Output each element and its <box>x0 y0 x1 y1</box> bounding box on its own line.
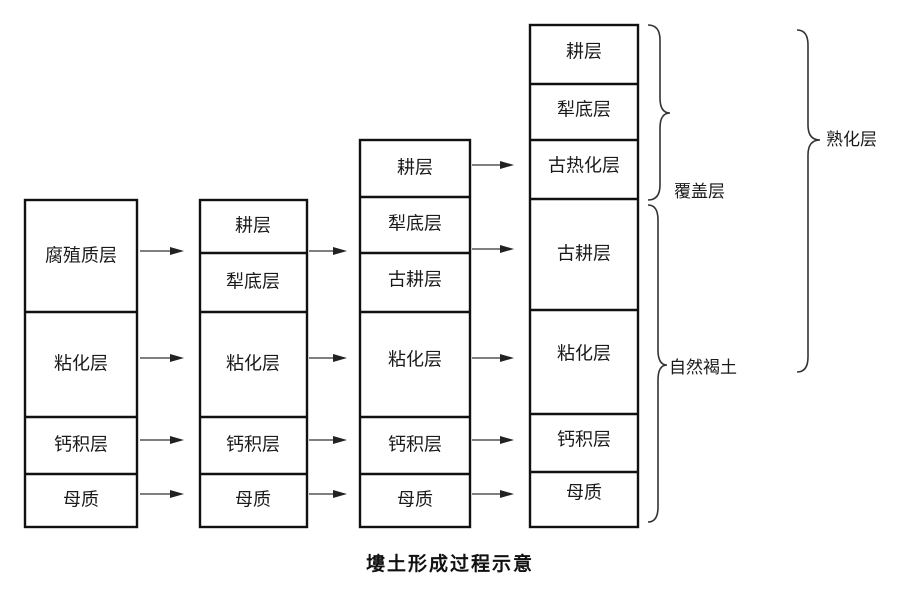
diagram-title: 塿土形成过程示意 <box>366 552 534 575</box>
column-stage-2: 耕层 犁底层 粘化层 钙积层 母质 <box>198 198 309 529</box>
layer-label: 母质 <box>566 483 602 504</box>
layer-label: 耕层 <box>566 42 602 63</box>
column-frame <box>23 198 139 529</box>
layer-label: 钙积层 <box>226 435 280 456</box>
brace-covering-layer <box>647 24 671 201</box>
layer-label: 母质 <box>397 490 433 511</box>
layer-label: 犁底层 <box>388 214 442 235</box>
natural-soil-label: 自然褐土 <box>669 358 737 378</box>
layer-label: 犁底层 <box>226 272 280 293</box>
arrow-head <box>500 161 514 169</box>
arrow-head <box>333 354 347 362</box>
column-stage-3: 耕层 犁底层 古耕层 粘化层 钙积层 母质 <box>358 138 472 529</box>
arrow-head <box>170 436 184 444</box>
layer-label: 钙积层 <box>557 430 611 451</box>
layer-label: 母质 <box>235 490 271 511</box>
arrow-head <box>333 436 347 444</box>
arrow-head <box>500 354 514 362</box>
arrow-group-2-3 <box>309 247 347 498</box>
arrow-head <box>500 490 514 498</box>
column-frame <box>198 198 309 529</box>
layer-label: 腐殖质层 <box>45 245 117 267</box>
brace-matured-layer <box>796 29 821 373</box>
layer-label: 粘化层 <box>388 350 442 371</box>
layer-label: 粘化层 <box>226 354 280 375</box>
layer-label: 粘化层 <box>54 354 108 375</box>
arrow-head <box>500 245 514 253</box>
covering-layer-label: 覆盖层 <box>674 182 725 202</box>
layer-label: 古热化层 <box>548 156 620 177</box>
arrow-head <box>333 490 347 498</box>
layer-label: 母质 <box>63 490 99 511</box>
arrow-head <box>333 247 347 255</box>
layer-label: 钙积层 <box>388 435 442 456</box>
layer-label: 犁底层 <box>557 100 611 121</box>
brace-natural-soil <box>647 204 668 523</box>
layer-label: 粘化层 <box>557 344 611 365</box>
matured-layer-label: 熟化层 <box>826 129 877 150</box>
arrow-head <box>170 354 184 362</box>
layer-label: 古耕层 <box>557 244 611 265</box>
arrow-head <box>170 247 184 255</box>
layer-label: 耕层 <box>397 158 433 179</box>
column-stage-1: 腐殖质层 粘化层 钙积层 母质 <box>23 198 139 529</box>
arrow-head <box>170 490 184 498</box>
column-stage-4: 耕层 犁底层 古热化层 古耕层 粘化层 钙积层 母质 <box>528 23 640 529</box>
arrow-head <box>500 436 514 444</box>
layer-label: 耕层 <box>235 216 271 237</box>
arrow-group-3-4 <box>472 161 514 498</box>
column-frame <box>358 138 472 529</box>
layer-label: 钙积层 <box>54 435 108 456</box>
layer-label: 古耕层 <box>388 270 442 291</box>
arrow-group-1-2 <box>140 247 184 498</box>
column-frame <box>528 23 640 529</box>
